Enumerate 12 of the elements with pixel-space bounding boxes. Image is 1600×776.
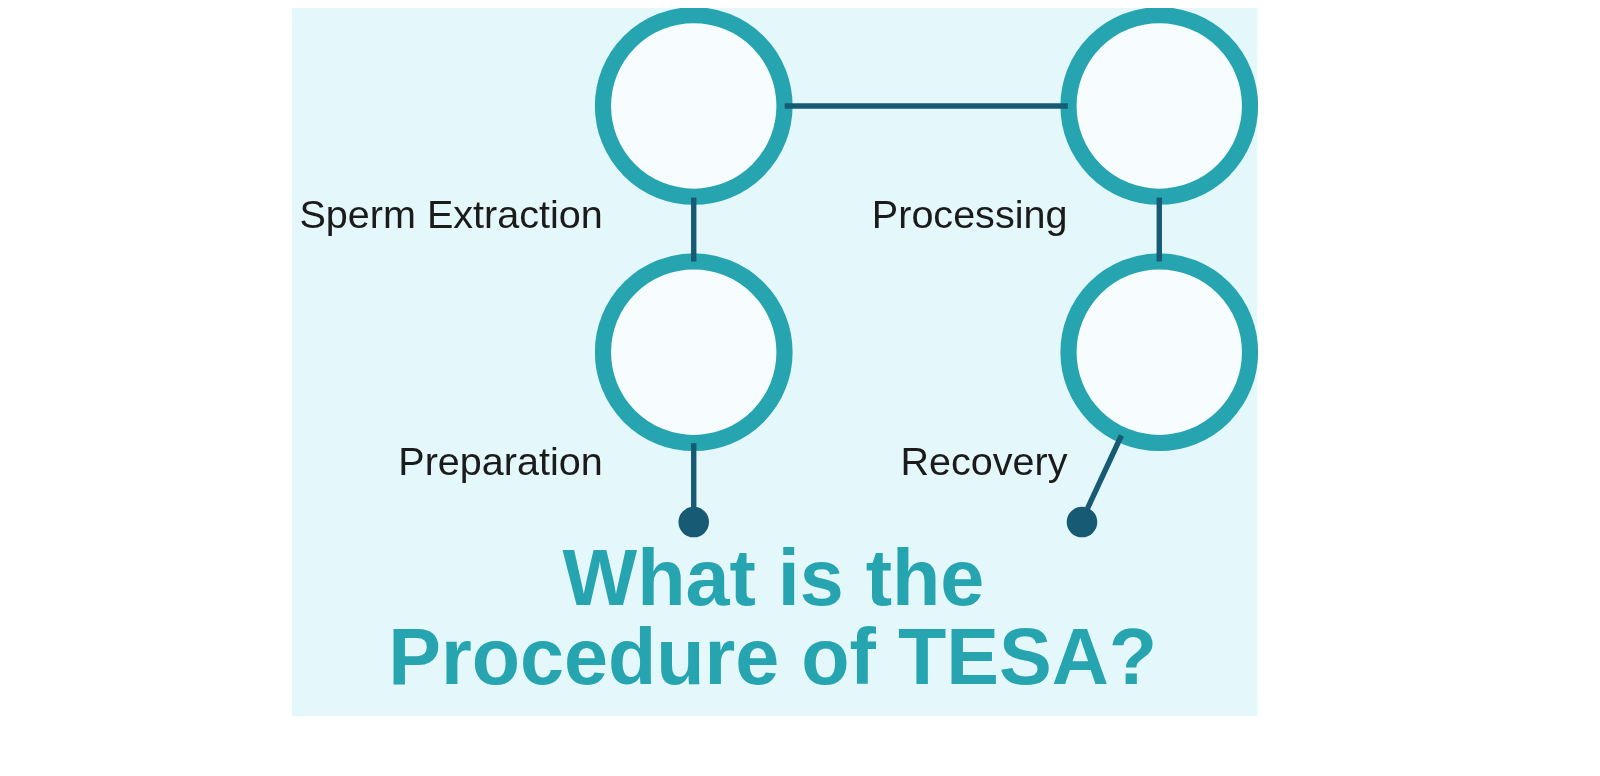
node-label: Sperm Extraction bbox=[298, 192, 603, 237]
connector bbox=[1084, 434, 1124, 510]
node-label: Processing bbox=[871, 192, 1067, 237]
node-circle bbox=[1066, 506, 1097, 538]
diagram-title: What is the Procedure of TESA? bbox=[387, 533, 1157, 702]
connector bbox=[690, 443, 696, 508]
node-label: Recovery bbox=[900, 438, 1067, 483]
node-circle bbox=[677, 506, 709, 538]
connector bbox=[784, 103, 1068, 109]
connector bbox=[690, 197, 696, 262]
node-label: Preparation bbox=[397, 438, 603, 483]
connector bbox=[1156, 197, 1162, 262]
